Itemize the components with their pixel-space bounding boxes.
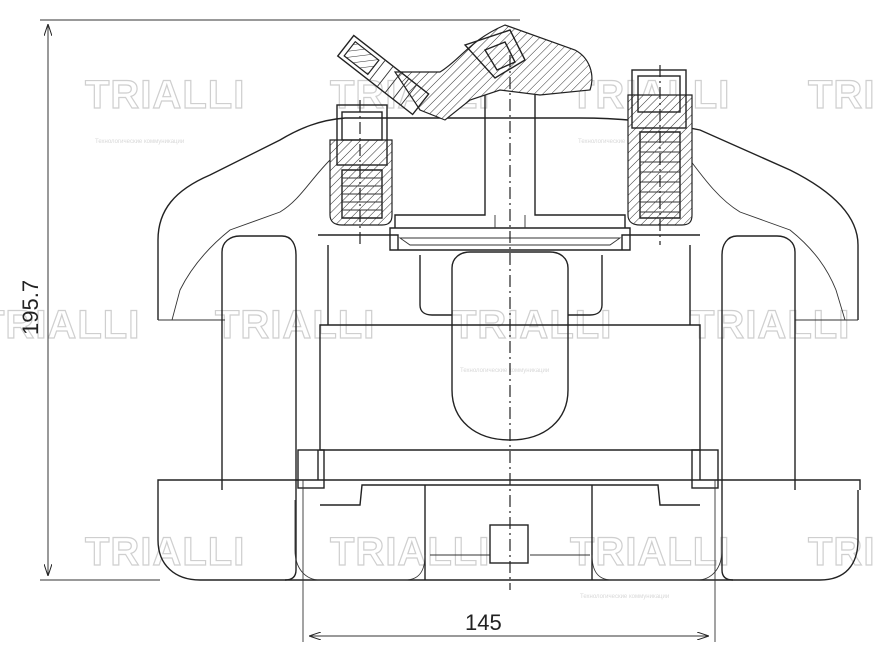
watermark-logo: TRIALLI [808, 530, 873, 574]
left-guide-bolt [329, 104, 393, 226]
watermark-logo: TRIALLI [570, 530, 730, 574]
watermark-logo: TRIALLI [690, 303, 850, 347]
height-dimension-label: 195.7 [18, 280, 43, 335]
caliper-body [157, 95, 861, 581]
height-dimension: 195.7 [18, 19, 520, 581]
watermark-logo: TRIALLI [0, 303, 140, 347]
bleeder-fitting [336, 24, 593, 121]
watermark-logo: TRIALLI [85, 530, 245, 574]
watermark-logo: TRIALLI [330, 530, 490, 574]
width-dimension: 145 [302, 480, 716, 642]
watermark-subtitle: Технологические коммуникации [460, 368, 549, 374]
watermark-subtitle: Технологические коммуникации [578, 139, 667, 145]
width-dimension-label: 145 [465, 610, 502, 635]
watermark-group: TRIALLI TRIALLI TRIALLI TRIALLI TRIALLI … [0, 72, 873, 600]
watermark-subtitle: Технологические коммуникации [95, 139, 184, 145]
watermark-subtitle: Технологические коммуникации [580, 594, 669, 600]
watermark-logo: TRIALLI [808, 73, 873, 117]
watermark-logo: TRIALLI [85, 73, 245, 117]
